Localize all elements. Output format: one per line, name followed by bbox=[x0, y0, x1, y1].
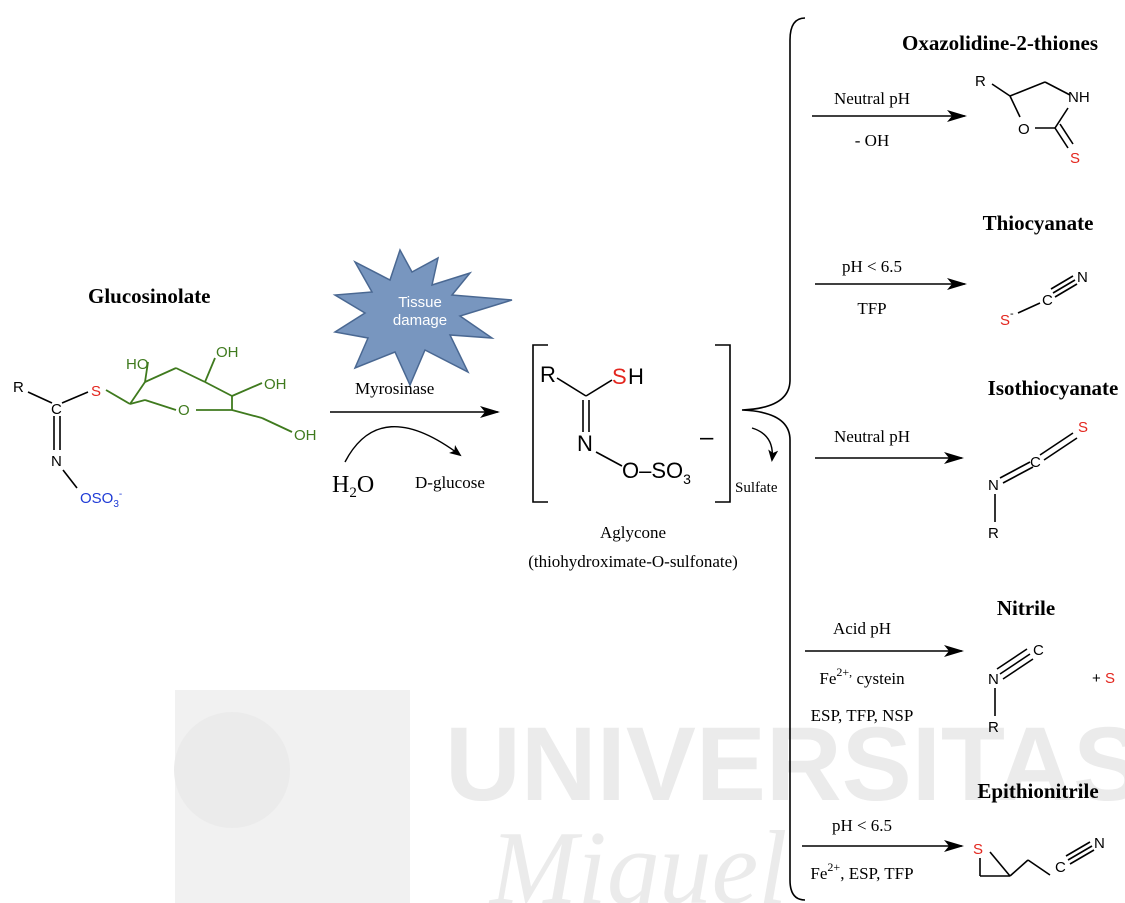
isothiocyanate-atom-c: C bbox=[1030, 454, 1041, 471]
aglycone-charge: – bbox=[700, 424, 714, 451]
thiocyanate-condition-below: TFP bbox=[857, 299, 886, 318]
glucosinolate-sulfate-group: OSO3- bbox=[80, 489, 122, 510]
glucosinolate-atom-oh-top: OH bbox=[216, 344, 239, 361]
nitrile-atom-n: N bbox=[988, 671, 999, 688]
product-thiocyanate: Thiocyanate pH < 6.5 TFP S- C N bbox=[815, 211, 1093, 329]
glucosinolate-title: Glucosinolate bbox=[88, 284, 211, 308]
burst-label-line1: Tissue bbox=[398, 294, 442, 311]
aglycone-atom-r: R bbox=[540, 362, 556, 387]
thiocyanate-atom-s: S- bbox=[1000, 308, 1014, 329]
burst-label-line2: damage bbox=[393, 312, 447, 329]
glucosinolate-atom-oh-bottom: OH bbox=[294, 427, 317, 444]
glucosinolate-structure: R C S N O HO OH OH OH OSO3- bbox=[13, 344, 317, 510]
nitrile-sulfur-byproduct: + S bbox=[1092, 670, 1115, 687]
isothiocyanate-atom-r: R bbox=[988, 525, 999, 542]
oxazolidine-condition-below: - OH bbox=[855, 131, 889, 150]
watermark-line2: Miguel bbox=[488, 809, 787, 903]
glucosinolate-atom-r: R bbox=[13, 379, 24, 396]
thiocyanate-atom-n: N bbox=[1077, 269, 1088, 286]
watermark-line1: UNIVERSITAS bbox=[445, 706, 1125, 823]
product-nitrile: Nitrile Acid pH Fe2+, cystein ESP, TFP, … bbox=[805, 596, 1115, 736]
product-oxazolidine: Oxazolidine-2-thiones Neutral pH - OH R … bbox=[812, 31, 1098, 167]
product-isothiocyanate: Isothiocyanate Neutral pH S C N R bbox=[815, 376, 1118, 542]
aglycone-label-line1: Aglycone bbox=[600, 523, 666, 542]
glucosinolate-atom-oh-right: OH bbox=[264, 376, 287, 393]
epithionitrile-condition-above: pH < 6.5 bbox=[832, 816, 892, 835]
product-branch-brace bbox=[741, 17, 806, 901]
aglycone-atom-s: S bbox=[612, 364, 627, 389]
glucosinolate-atom-n: N bbox=[51, 453, 62, 470]
oxazolidine-atom-nh: NH bbox=[1068, 89, 1090, 106]
isothiocyanate-atom-n: N bbox=[988, 477, 999, 494]
aglycone-bracket-right bbox=[715, 344, 731, 503]
oxazolidine-atom-s: S bbox=[1070, 150, 1080, 167]
thiocyanate-condition-above: pH < 6.5 bbox=[842, 257, 902, 276]
tissue-damage-burst: Tissue damage bbox=[332, 248, 513, 387]
aglycone-bracket-left bbox=[532, 344, 548, 503]
burst-shape bbox=[332, 248, 513, 387]
watermark-emblem-circle bbox=[174, 712, 290, 828]
aglycone-atom-h: H bbox=[628, 364, 644, 389]
glucosinolate-atom-ho: HO bbox=[126, 356, 149, 373]
glucosinolate-atom-c: C bbox=[51, 401, 62, 418]
thiocyanate-atom-c: C bbox=[1042, 292, 1053, 309]
epithionitrile-atom-c: C bbox=[1055, 859, 1066, 876]
thiocyanate-title: Thiocyanate bbox=[983, 211, 1094, 235]
sulfate-release-arrow bbox=[751, 427, 779, 462]
epithionitrile-condition-below: Fe2+, ESP, TFP bbox=[810, 860, 913, 883]
isothiocyanate-title: Isothiocyanate bbox=[988, 376, 1119, 400]
watermark: UNIVERSITAS Miguel bbox=[174, 690, 1125, 903]
nitrile-atom-c: C bbox=[1033, 642, 1044, 659]
sulfate-label: Sulfate bbox=[735, 480, 778, 496]
epithionitrile-atom-n: N bbox=[1094, 835, 1105, 852]
product-epithionitrile: Epithionitrile pH < 6.5 Fe2+, ESP, TFP S… bbox=[802, 779, 1105, 883]
glucosinolate-atom-o: O bbox=[178, 402, 190, 419]
epithionitrile-title: Epithionitrile bbox=[977, 779, 1098, 803]
water-glucose-curve-arrow bbox=[344, 425, 462, 463]
nitrile-condition-below-2: ESP, TFP, NSP bbox=[811, 706, 914, 725]
epithionitrile-atom-s: S bbox=[973, 841, 983, 858]
oxazolidine-atom-r: R bbox=[975, 73, 986, 90]
aglycone-sulfonate: O–SO3 bbox=[622, 458, 691, 487]
oxazolidine-title: Oxazolidine-2-thiones bbox=[902, 31, 1098, 55]
nitrile-atom-r: R bbox=[988, 719, 999, 736]
byproduct-label: D-glucose bbox=[415, 473, 485, 492]
aglycone-structure: R S H N O–SO3 – Aglycone (thiohydroximat… bbox=[528, 344, 779, 571]
glucosinolate-atom-s: S bbox=[91, 383, 101, 400]
isothiocyanate-atom-s: S bbox=[1078, 419, 1088, 436]
aglycone-atom-n: N bbox=[577, 431, 593, 456]
nitrile-condition-above: Acid pH bbox=[833, 619, 891, 638]
nitrile-condition-below-1: Fe2+, cystein bbox=[819, 665, 905, 688]
oxazolidine-condition-above: Neutral pH bbox=[834, 89, 910, 108]
aglycone-label-line2: (thiohydroximate-O-sulfonate) bbox=[528, 552, 738, 571]
water-label: H2O bbox=[332, 472, 374, 501]
enzyme-label: Myrosinase bbox=[355, 379, 434, 398]
myrosinase-reaction: Myrosinase H2O D-glucose bbox=[330, 379, 500, 501]
nitrile-title: Nitrile bbox=[997, 596, 1055, 620]
oxazolidine-atom-o: O bbox=[1018, 121, 1030, 138]
isothiocyanate-condition-above: Neutral pH bbox=[834, 427, 910, 446]
